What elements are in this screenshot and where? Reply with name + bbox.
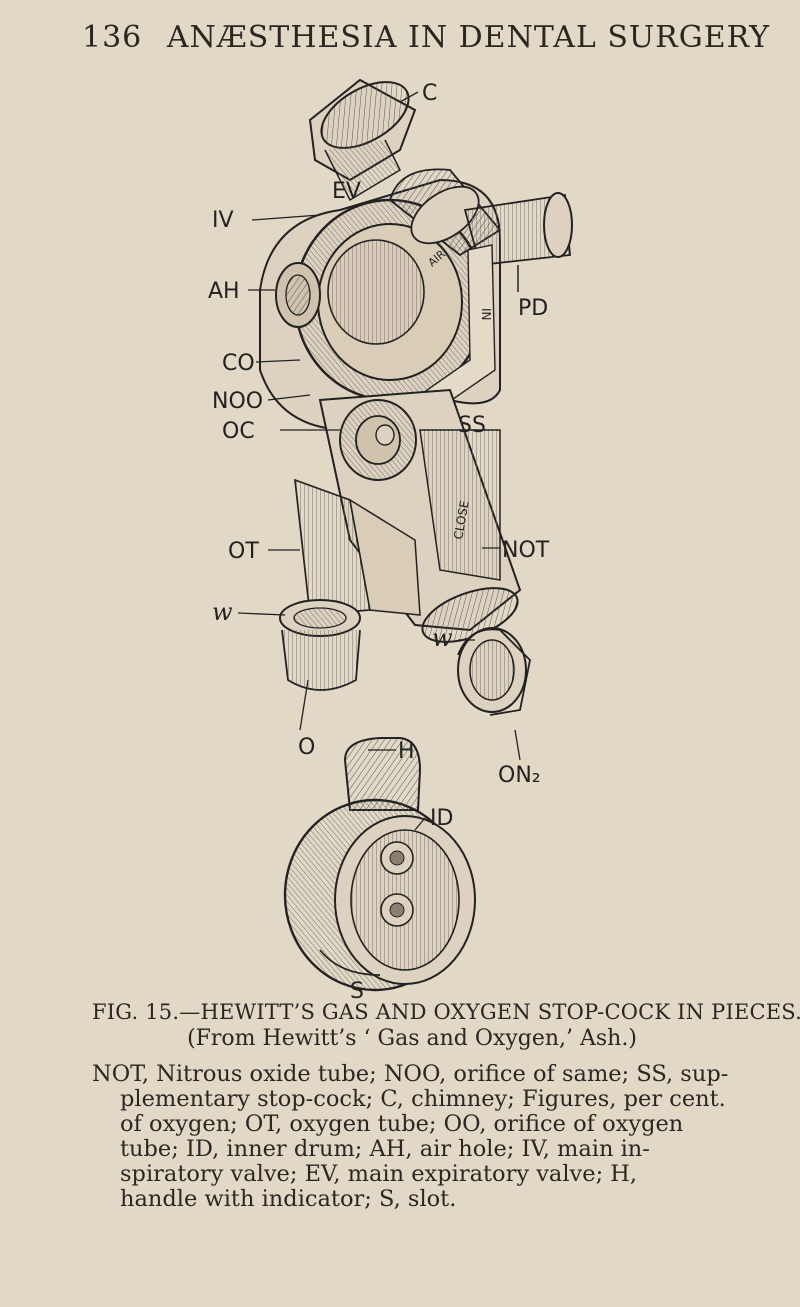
legend-line: of oxygen; OT, oxygen tube; OO, orifice … [120,1111,684,1137]
label-w-left: w [212,598,233,626]
label-ot: OT [228,539,259,564]
caption-title: FIG. 15.—HEWITT’S GAS AND OXYGEN STOP-CO… [92,1000,800,1024]
label-iv: IV [212,208,234,233]
running-header: 136 ANÆSTHESIA IN DENTAL SURGERY [82,20,770,55]
valve-body [259,168,573,432]
label-noo: NOO [212,389,263,414]
legend-line: tube; ID, inner drum; AH, air hole; IV, … [120,1136,650,1162]
engraving-drawing: C EV IV AH PD CO NOO OC SS NOT OT w w O … [208,78,573,1004]
figure-legend: NOT, Nitrous oxide tube; NOO, orifice of… [92,1062,772,1212]
stopcock-illustration: C EV IV AH PD CO NOO OC SS NOT OT w w O … [200,70,620,1015]
chimney-part [308,78,417,202]
label-not: NOT [502,538,550,563]
label-on2: ON₂ [498,763,541,788]
label-h: H [398,739,415,764]
washer-caps [279,599,531,716]
legend-line: plementary stop-cock; C, chimney; Figure… [120,1086,726,1112]
caption-source: (From Hewitt’s ‘ Gas and Oxygen,’ Ash.) [187,1026,637,1051]
legend-line: spiratory valve; EV, main expiratory val… [120,1161,638,1187]
label-s: S [350,979,364,1004]
label-ev: EV [332,179,361,204]
label-ss: SS [458,413,486,438]
label-c: C [422,81,437,106]
label-co: CO [222,351,255,376]
legend-line: NOT, Nitrous oxide tube; NOO, orifice of… [92,1061,729,1087]
page-number: 136 [82,20,143,55]
figure-caption: FIG. 15.—HEWITT’S GAS AND OXYGEN STOP-CO… [92,1000,800,1051]
marking-in: IN [479,308,493,321]
label-id: ID [430,806,453,831]
cock-section [294,388,522,643]
leader-lines [237,91,521,831]
label-w-right: w [432,624,453,652]
label-oc: OC [222,419,255,444]
running-title: ANÆSTHESIA IN DENTAL SURGERY [166,20,771,55]
marking-close: CLOSE [451,499,472,540]
label-o: O [298,735,315,760]
label-pd: PD [518,296,548,321]
legend-line: handle with indicator; S, slot. [120,1186,457,1212]
label-ah: AH [208,279,240,304]
inner-drum [283,737,476,992]
